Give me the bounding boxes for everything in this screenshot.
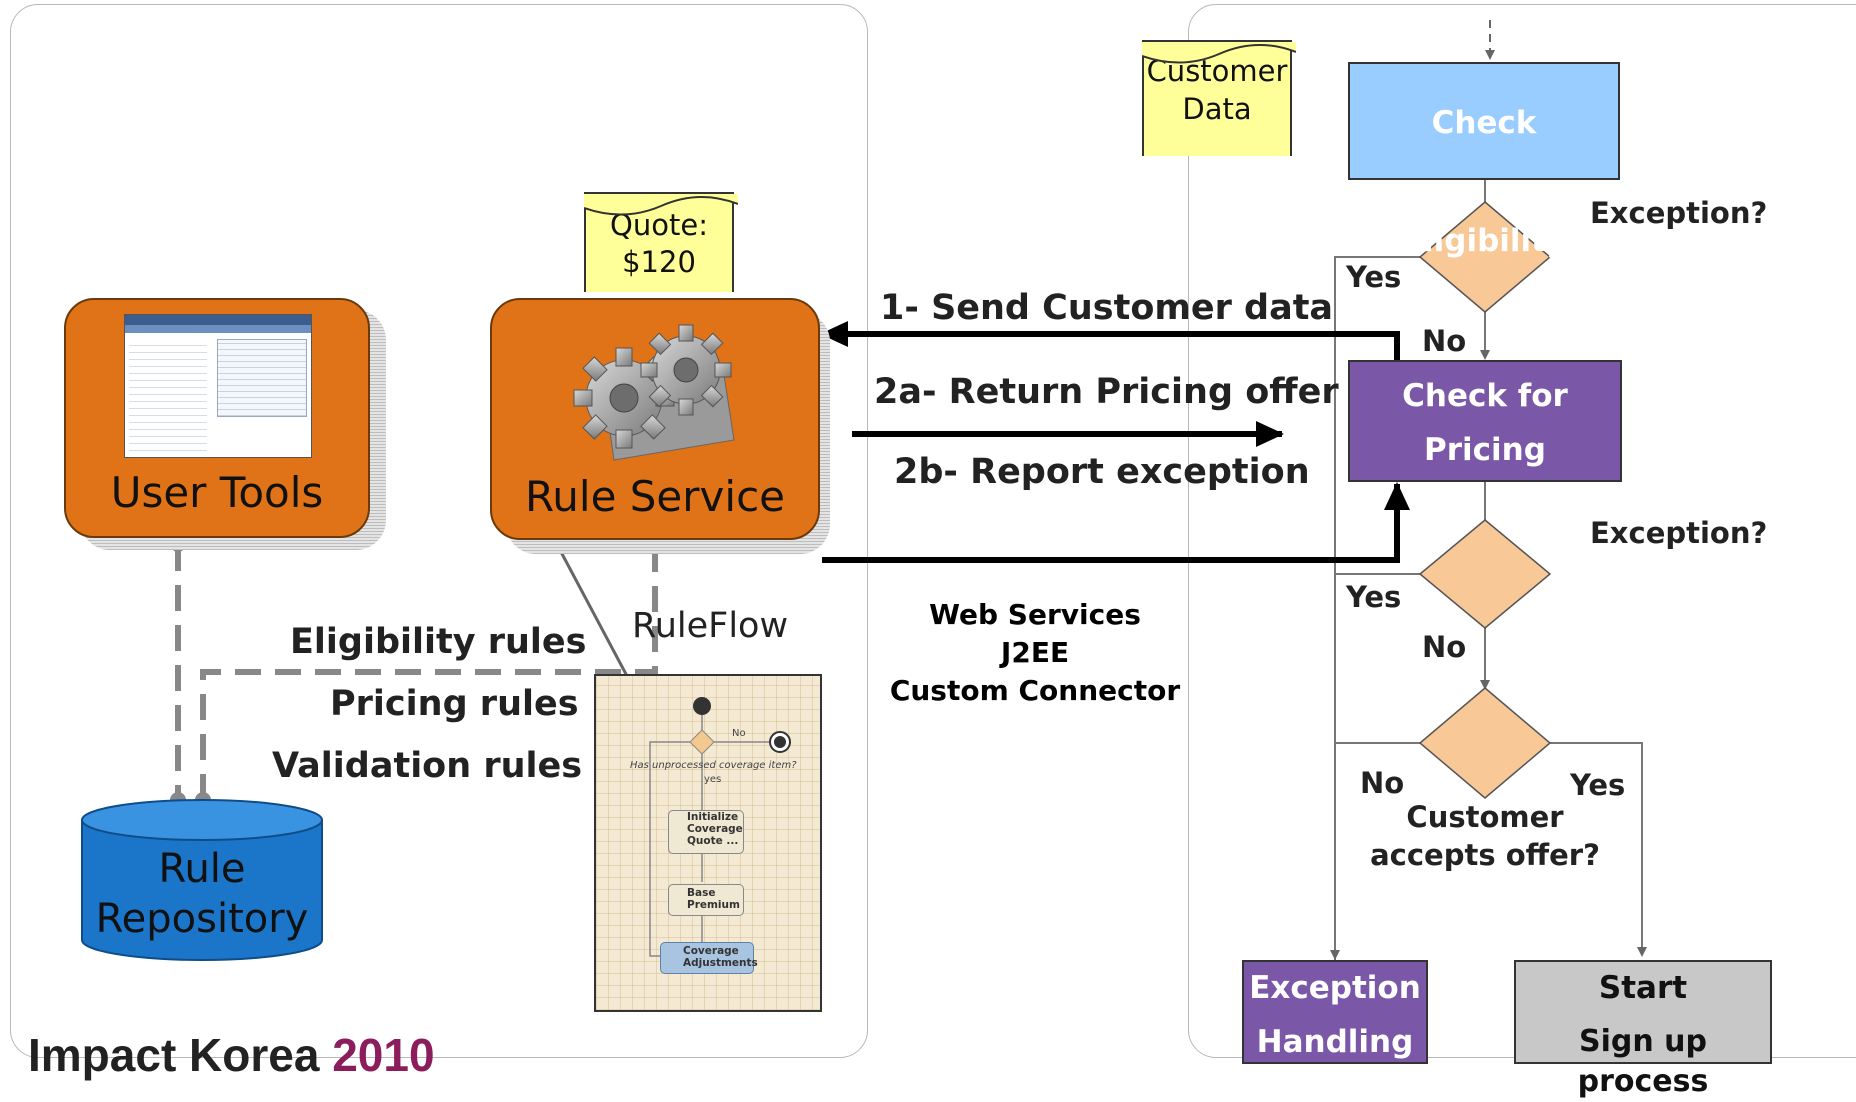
ruleflow-label: RuleFlow (632, 606, 789, 646)
no-label-1: No (1422, 324, 1467, 358)
exception-question-1: Exception? (1590, 196, 1768, 230)
eligibility-rules-label: Eligibility rules (290, 622, 587, 662)
brand-year: 2010 (332, 1029, 435, 1081)
decision-diamond-2 (1418, 519, 1552, 629)
ruleflow-step-initialize-3: Quote ... (687, 835, 739, 847)
rule-repository-label-1: Rule (158, 846, 246, 892)
ruleflow-step-base-premium[interactable]: Base Premium (668, 884, 744, 916)
ruleflow-lines (649, 697, 791, 957)
check-pricing-box[interactable]: Check for Pricing (1348, 360, 1622, 482)
report-exception-label: 2b- Report exception (894, 452, 1310, 492)
exception-handling-label-1: Exception (1249, 970, 1421, 1006)
decision-diamond-1 (1418, 201, 1552, 313)
exception-question-2: Exception? (1590, 516, 1768, 550)
ruleflow-yes-label: yes (704, 774, 722, 785)
no-label-3: No (1360, 766, 1405, 800)
ruleflow-step-initialize-2: Coverage (687, 823, 743, 835)
pricing-rules-label: Pricing rules (330, 684, 579, 724)
gears-icon (573, 324, 735, 461)
check-eligibility-box[interactable]: Check Eligibility (1348, 62, 1620, 259)
rule-service-box[interactable]: Rule Service (490, 298, 820, 540)
yes-label-3: Yes (1570, 768, 1626, 802)
user-tools-screenshot (124, 314, 312, 458)
customer-accepts-label-1: Customer (1406, 800, 1564, 834)
ruleflow-step-coverage-adjustments[interactable]: Coverage Adjustments (660, 942, 758, 974)
user-tools-box[interactable]: User Tools (64, 298, 370, 538)
brand-name: Impact Korea (28, 1029, 320, 1081)
quote-line2: $120 (622, 245, 696, 279)
ruleflow-question: Has unprocessed coverage item? (630, 760, 797, 771)
repository-cylinder (81, 820, 323, 961)
ruleflow-step-base-premium-1: Base (687, 887, 716, 899)
integration-custom-connector: Custom Connector (889, 674, 1181, 707)
ruleflow-step-coverage-2: Adjustments (683, 957, 758, 969)
send-customer-data-label: 1- Send Customer data (880, 288, 1334, 328)
quote-note: Quote: $120 (584, 192, 738, 292)
start-signup-label-1: Start (1598, 970, 1688, 1006)
ruleflow-step-initialize[interactable]: Initialize Coverage Quote ... (668, 810, 744, 854)
check-pricing-label-2: Pricing (1424, 432, 1546, 468)
return-pricing-offer-label: 2a- Return Pricing offer (874, 372, 1339, 412)
ruleflow-no-label: No (732, 728, 746, 739)
rule-service-title: Rule Service (525, 472, 785, 521)
start-signup-box[interactable]: Start Sign up process (1514, 960, 1772, 1099)
ruleflow-diagram[interactable]: No Has unprocessed coverage item? yes In… (594, 674, 822, 1012)
rule-repository-label-2: Repository (95, 896, 309, 942)
ruleflow-step-base-premium-2: Premium (687, 899, 740, 911)
ruleflow-step-coverage-1: Coverage (683, 945, 739, 957)
check-pricing-label-1: Check for (1402, 378, 1568, 414)
no-label-2: No (1422, 630, 1467, 664)
integration-web-services: Web Services (929, 598, 1141, 631)
check-eligibility-label: Check Eligibility (1401, 105, 1567, 259)
decision-diamond-3 (1418, 687, 1552, 799)
user-tools-title: User Tools (110, 468, 324, 517)
exception-handling-label-2: Handling (1256, 1024, 1414, 1060)
ruleflow-step-initialize-1: Initialize (687, 811, 739, 823)
exception-handling-box[interactable]: Exception Handling (1242, 960, 1428, 1064)
customer-accepts-label-2: accepts offer? (1370, 838, 1600, 872)
start-signup-label-2: Sign up process (1577, 1024, 1709, 1099)
note-wave-edge (584, 194, 738, 216)
yes-label-1: Yes (1346, 260, 1402, 294)
note-wave-edge (1142, 42, 1296, 64)
integration-j2ee: J2EE (1000, 636, 1070, 669)
connectors-layer (81, 20, 1647, 1000)
footer-brand: Impact Korea 2010 (28, 1028, 435, 1082)
yes-label-2: Yes (1346, 580, 1402, 614)
customer-data-line2: Data (1182, 92, 1252, 126)
validation-rules-label: Validation rules (272, 746, 583, 786)
customer-data-note: Customer Data (1142, 40, 1296, 156)
